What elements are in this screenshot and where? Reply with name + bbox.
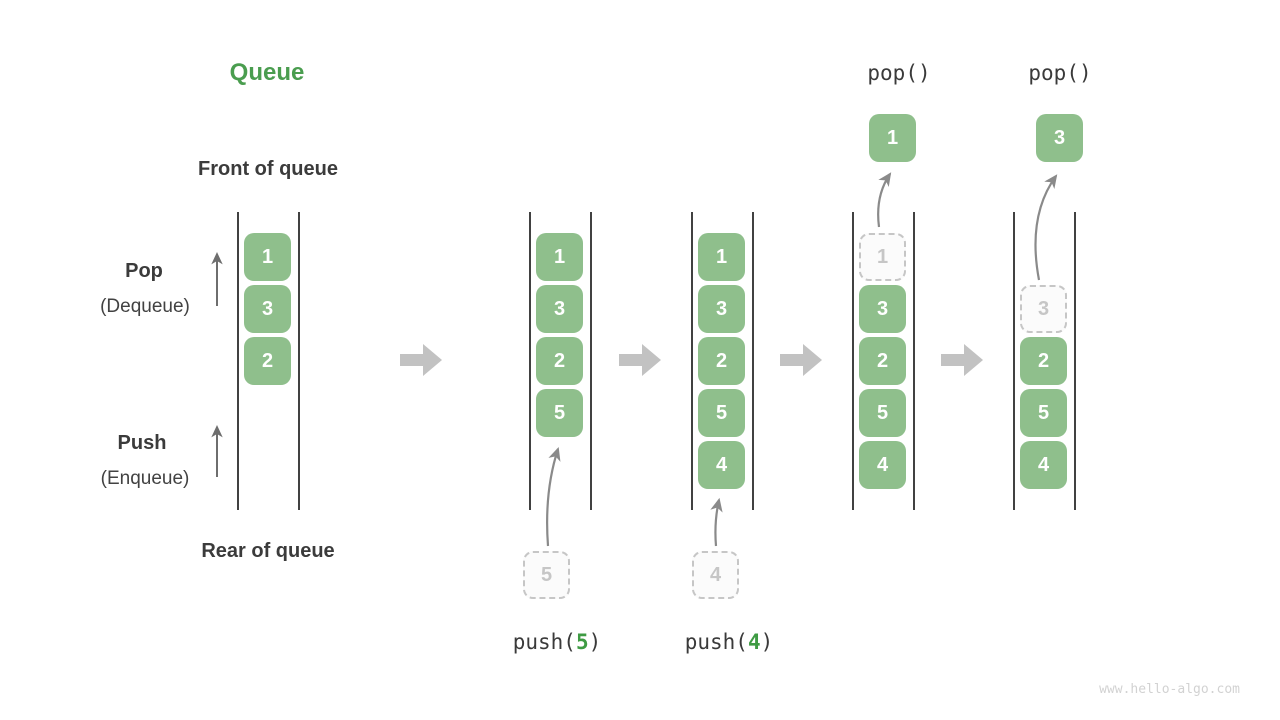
push-motion-arrow-icon xyxy=(546,446,561,547)
queue-wall-left xyxy=(691,212,693,510)
queue-wall-right xyxy=(752,212,754,510)
push-motion-arrow-icon xyxy=(710,497,723,547)
state-transition-arrow-icon xyxy=(780,344,822,376)
queue-wall-left xyxy=(852,212,854,510)
queue-wall-left xyxy=(1013,212,1015,510)
staged-item-ghost: 4 xyxy=(692,551,739,599)
queue-item: 3 xyxy=(244,285,291,333)
push-alias-label: (Enqueue) xyxy=(100,468,190,489)
pop-operation-label: pop() xyxy=(1028,61,1092,85)
front-of-queue-label: Front of queue xyxy=(198,158,338,180)
diagram-title: Queue xyxy=(229,59,305,86)
rear-of-queue-label: Rear of queue xyxy=(201,540,335,562)
popped-item: 1 xyxy=(869,114,916,162)
state-transition-arrow-icon xyxy=(619,344,661,376)
queue-item: 1 xyxy=(698,233,745,281)
queue-item: 4 xyxy=(698,441,745,489)
queue-item: 2 xyxy=(536,337,583,385)
push-argument: 4 xyxy=(747,630,761,654)
queue-item: 1 xyxy=(536,233,583,281)
queue-item: 4 xyxy=(859,441,906,489)
queue-item: 1 xyxy=(244,233,291,281)
push-label: Push xyxy=(117,432,167,454)
queue-item: 2 xyxy=(1020,337,1067,385)
popped-item: 3 xyxy=(1036,114,1083,162)
queue-wall-right xyxy=(1074,212,1076,510)
pop-operation-label: pop() xyxy=(867,61,931,85)
watermark: www.hello-algo.com xyxy=(1099,682,1240,697)
queue-wall-right xyxy=(913,212,915,510)
queue-item-ghost: 1 xyxy=(859,233,906,281)
pop-motion-arrow-icon xyxy=(877,172,892,228)
queue-item: 3 xyxy=(698,285,745,333)
push-argument: 5 xyxy=(575,630,589,654)
queue-item: 5 xyxy=(698,389,745,437)
queue-item: 5 xyxy=(536,389,583,437)
state-transition-arrow-icon xyxy=(941,344,983,376)
staged-item-ghost: 5 xyxy=(523,551,570,599)
queue-wall-left xyxy=(529,212,531,510)
queue-item: 2 xyxy=(698,337,745,385)
push-operation-label: push(4) xyxy=(684,630,774,654)
queue-wall-left xyxy=(237,212,239,510)
queue-item: 5 xyxy=(1020,389,1067,437)
push-operation-label: push(5) xyxy=(512,630,602,654)
state-transition-arrow-icon xyxy=(400,344,442,376)
queue-wall-right xyxy=(590,212,592,510)
queue-item: 2 xyxy=(859,337,906,385)
pop-motion-arrow-icon xyxy=(1034,174,1058,281)
pop-label: Pop xyxy=(125,260,163,282)
queue-item-ghost: 3 xyxy=(1020,285,1067,333)
queue-item: 3 xyxy=(536,285,583,333)
pop-alias-label: (Dequeue) xyxy=(100,296,190,317)
queue-wall-right xyxy=(298,212,300,510)
queue-item: 4 xyxy=(1020,441,1067,489)
queue-item: 5 xyxy=(859,389,906,437)
queue-item: 2 xyxy=(244,337,291,385)
queue-item: 3 xyxy=(859,285,906,333)
